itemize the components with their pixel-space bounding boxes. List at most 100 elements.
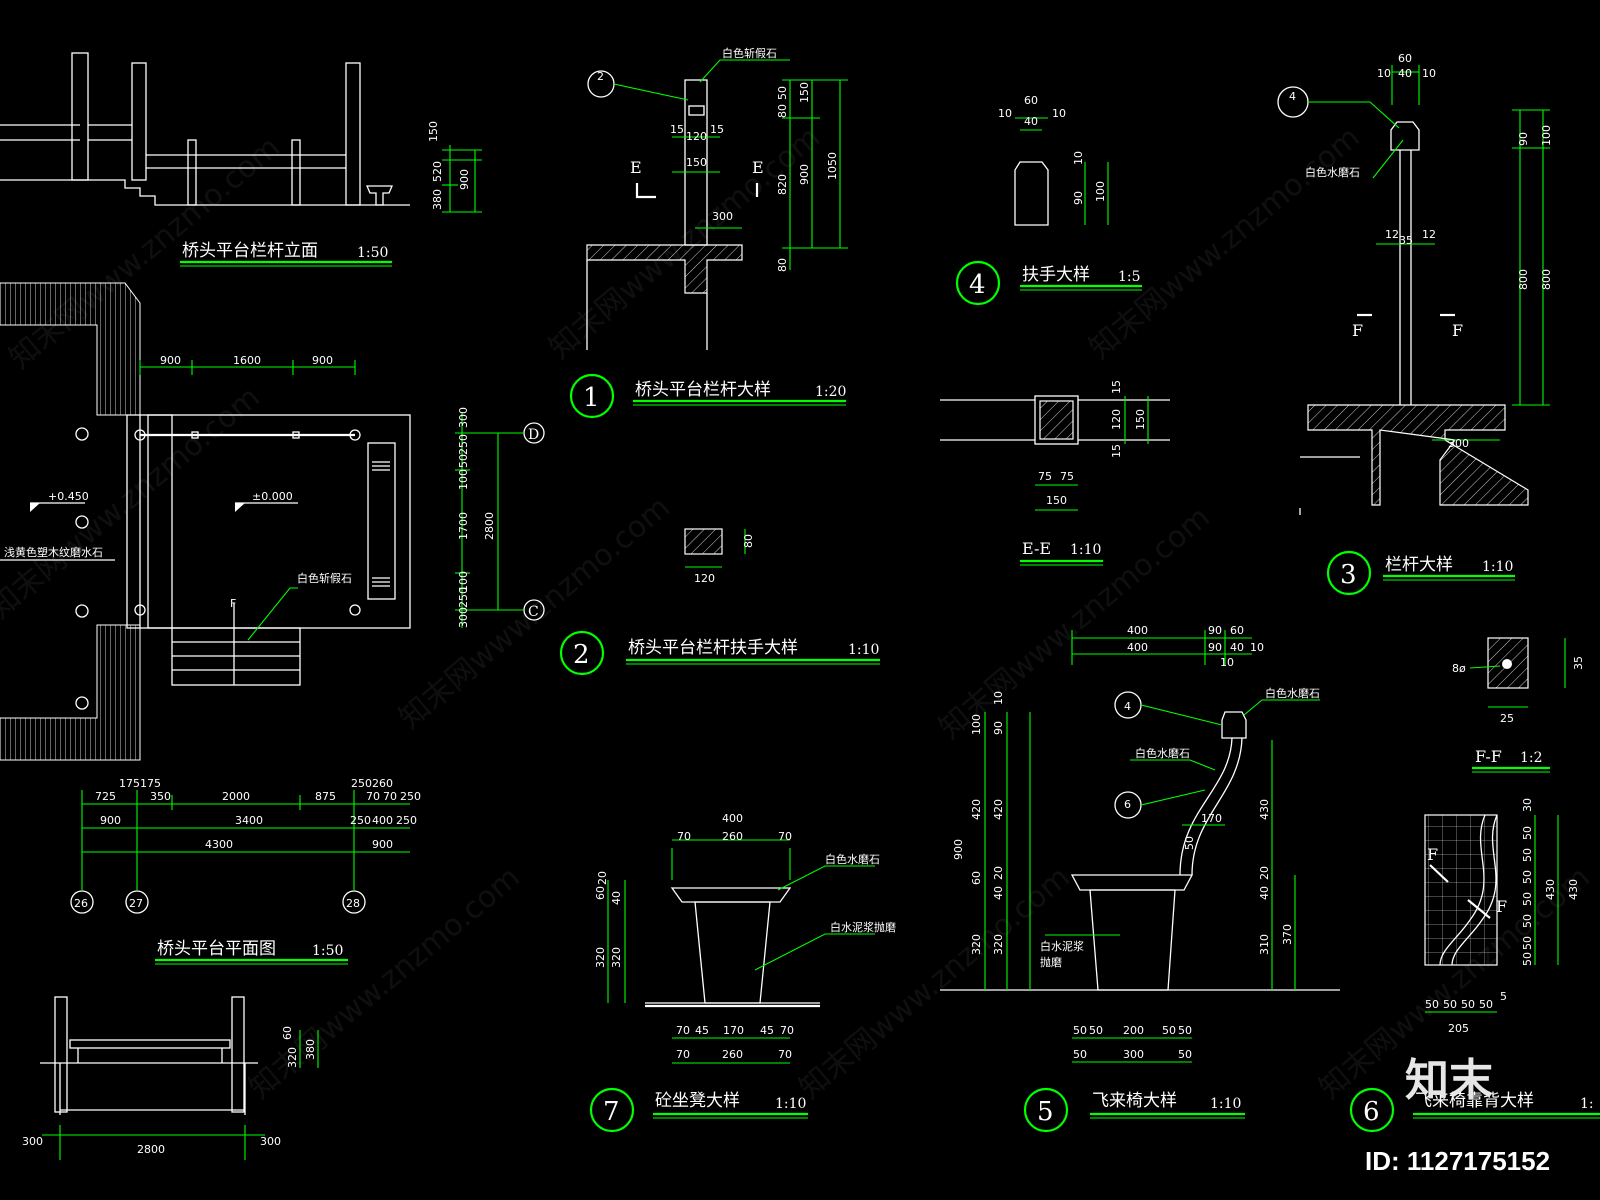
dim-text: 40 [610,891,623,905]
dim-text: 10 [998,107,1012,120]
dim-text: 40 [1258,886,1271,900]
dim-text: 35 [1399,234,1413,247]
watermark-text: 知末网www.znzmo.com [793,860,1077,1106]
section-E-E: 15 120 15 150 75 75 150 E-E 1:10 [940,380,1170,566]
dim-text: 60 [1024,94,1038,107]
dim-text: 520 [431,161,444,182]
dim-text: 40 [1230,641,1244,654]
dim-text: 10 [1220,656,1234,669]
dim-text: 50 [1089,1024,1103,1037]
dim-text: 50 [1443,998,1457,1011]
label-white-granite-plan: 白色斩假石 [297,571,352,585]
dim-text: 320 [992,934,1005,955]
section-mark-F: F [1452,321,1463,340]
dim-text: 70 [677,830,691,843]
dim-text: 175 [119,777,140,790]
scale-detail-1: 1:20 [815,384,846,400]
dim-text: 60 [970,871,983,885]
dim-text: 50 [1073,1048,1087,1061]
axis-27: 27 [129,897,143,910]
dim-text: 1600 [233,354,261,367]
dim-text: 50 [1178,1024,1192,1037]
dim-text: 205 [1448,1022,1469,1035]
scale-detail-7: 1:10 [775,1096,806,1112]
dim-text: 300 [22,1135,43,1148]
dim-text: 70 [366,790,380,803]
detail-number-7: 7 [603,1097,620,1127]
title-detail-4: 扶手大样 [1022,265,1090,285]
dim-text: 120 [694,572,715,585]
dim-text: 800 [1517,269,1530,290]
brand-id: ID: 1127175152 [1365,1146,1550,1176]
dim-text: 250 [351,777,372,790]
dim-text: 30 [1521,798,1534,812]
dim-text: 900 [312,354,333,367]
dim-text: 320 [970,934,983,955]
axis-C: C [528,604,539,620]
dim-text: 4300 [205,838,233,851]
dim-text: 170 [1201,812,1222,825]
title-detail-6: 飞来椅靠背大样 [1415,1091,1534,1111]
scale-EE: 1:10 [1070,542,1101,558]
dim-text: 3400 [235,814,263,827]
dim-text: 90 [992,721,1005,735]
dim-text: 420 [992,799,1005,820]
dim-text: 150 [1134,409,1147,430]
detail-number-6: 6 [1363,1097,1380,1127]
detail-7: 白水泥浆抛磨 白色水磨石 400 70 260 70 60 20 40 320 … [589,812,896,1133]
dim-text: 45 [760,1024,774,1037]
detail-number-2: 2 [573,640,590,670]
detail-number-3: 3 [1340,560,1357,590]
dim-text: 12 [1385,228,1399,241]
title-elevation: 桥头平台栏杆立面 [182,241,318,261]
dim-text: 10 [1377,67,1391,80]
dim-text: 50 [1178,1048,1192,1061]
scale-detail-2: 1:10 [848,642,879,658]
dim-text: 250 [457,434,470,455]
dim-text: 430 [1544,879,1557,900]
detail-2: 80 120 2 桥头平台栏杆扶手大样 1:10 [559,528,880,676]
dim-text: 40 [1024,115,1038,128]
dim-text: 10 [1052,107,1066,120]
dim-text: 70 [778,830,792,843]
dim-text: 300 [260,1135,281,1148]
dim-text: 50 [1521,892,1534,906]
dim-text: 120 [686,130,707,143]
dim-text: 90 [1072,191,1085,205]
dim-text: 50 [1521,848,1534,862]
dim-text: 50 [1521,914,1534,928]
dim-text: 250 [400,790,421,803]
scale-detail-3: 1:10 [1482,559,1513,575]
scale-plan: 1:50 [312,943,343,959]
dim-text: 90 [1208,624,1222,637]
plan-top-dimensions: 900 1600 900 [139,354,356,375]
dim-text: 430 [1258,799,1271,820]
dim-text: 100 [457,469,470,490]
dim-text: 150 [686,156,707,169]
dim-text: 300 [712,210,733,223]
dim-text: 150 [427,121,440,142]
axis-28: 28 [346,897,360,910]
title-EE: E-E [1022,539,1051,558]
dim-text: 15 [710,123,724,136]
level-zero: ±0.000 [252,490,293,503]
dim-text: 1700 [457,512,470,540]
title-detail-7: 砼坐凳大样 [655,1091,740,1111]
railing-elevation: 150 520 380 900 桥头平台栏杆立面 1:50 [0,52,482,267]
dim-text: 875 [315,790,336,803]
label-white-terrazzo: 白色水磨石 [1265,686,1320,700]
dim-text: 50 [1521,826,1534,840]
dim-text: 900 [952,839,965,860]
dim-text: 50 [457,454,470,468]
dim-text: 370 [1281,924,1294,945]
dim-text: 900 [798,164,811,185]
watermark-text: 知末网www.znzmo.com [1083,120,1367,366]
brand-logo: 知末 [1405,1055,1493,1106]
axis-26: 26 [74,897,88,910]
dim-text: 60 [1230,624,1244,637]
dim-text: 10 [1250,641,1264,654]
label-white-cement: 抛磨 [1040,955,1062,969]
detail-number-5: 5 [1037,1097,1054,1127]
detail-number-1: 1 [583,383,600,413]
dim-text: 75 [1038,470,1052,483]
